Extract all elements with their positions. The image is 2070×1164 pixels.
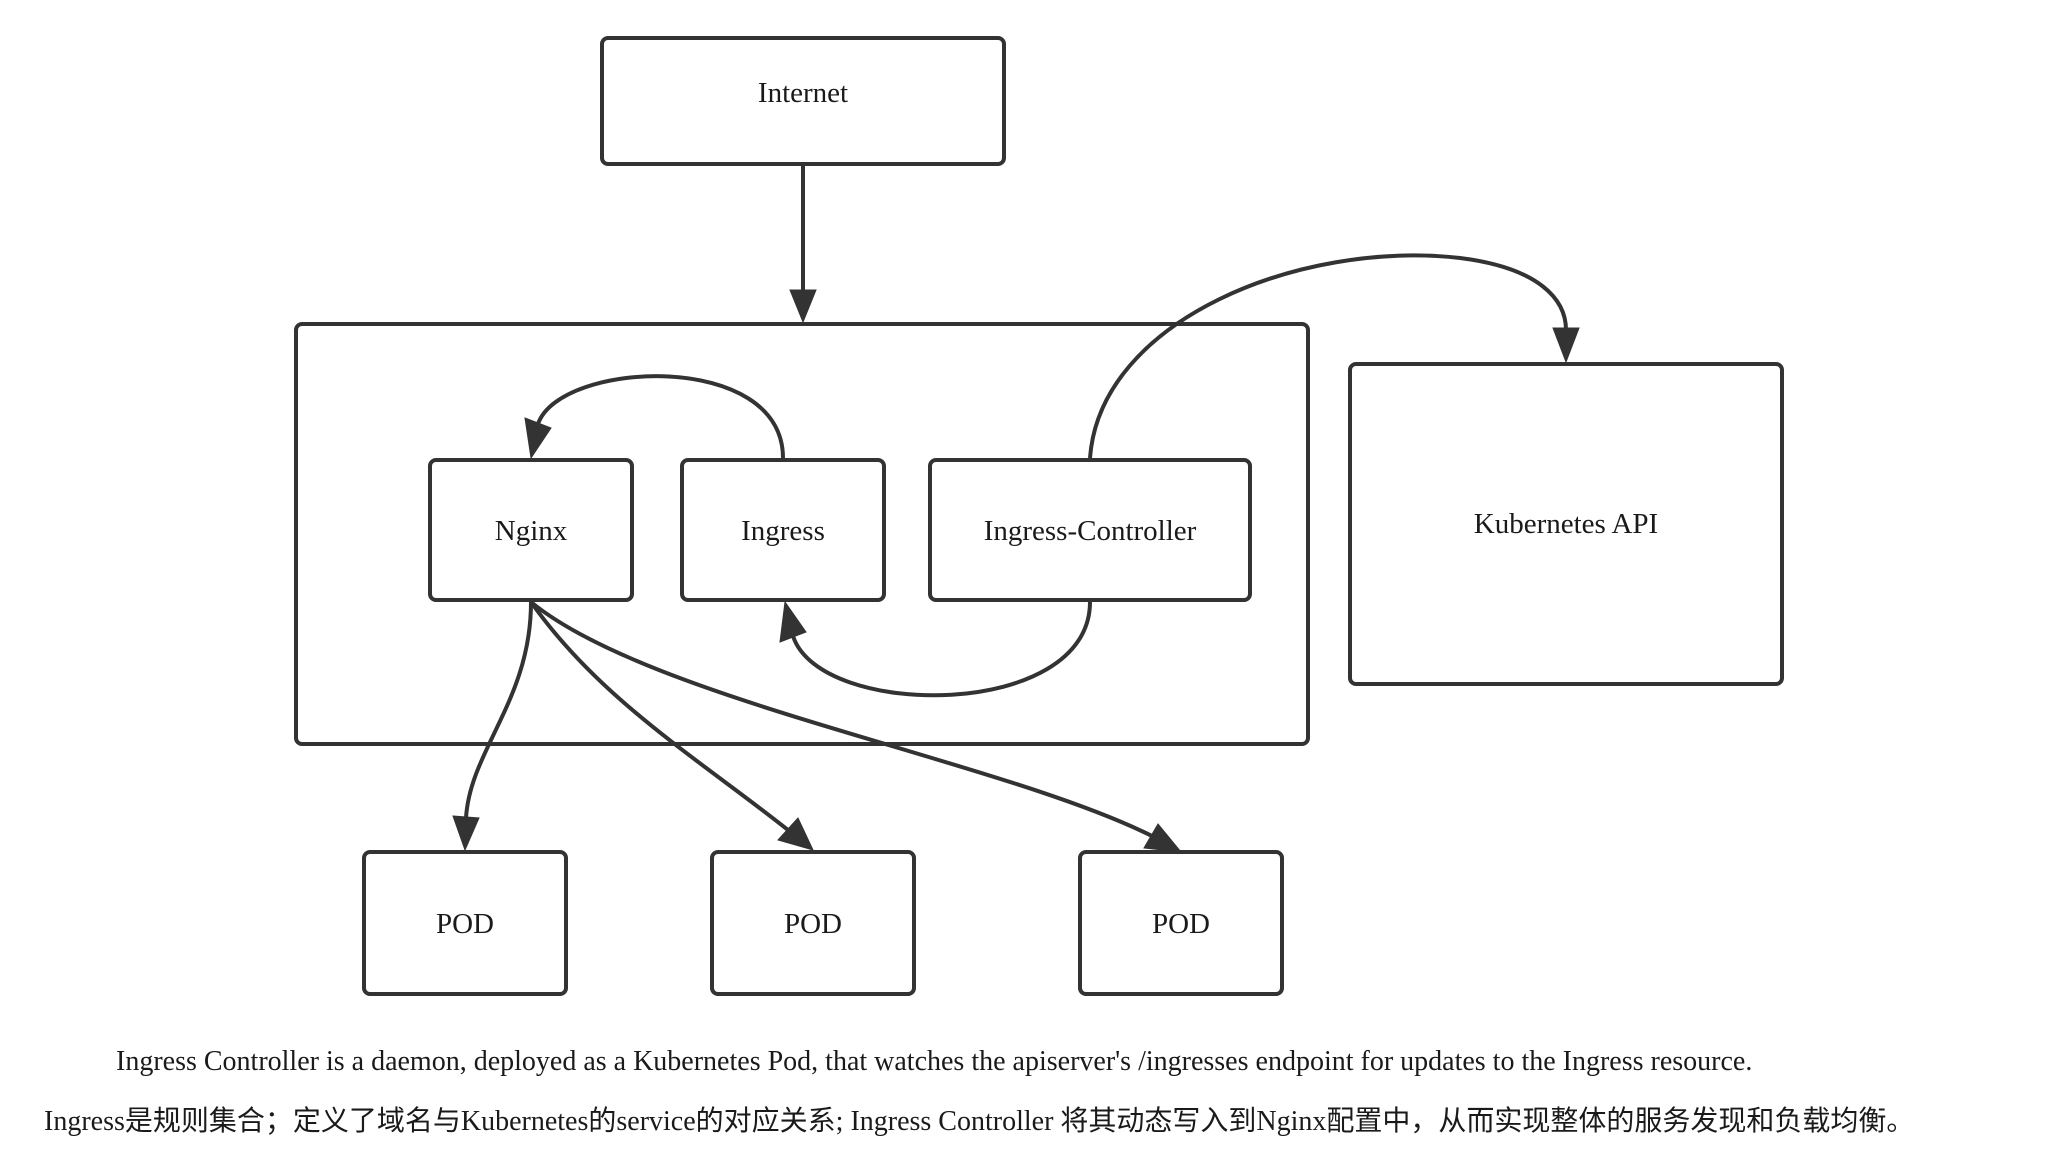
nginx-box — [428, 458, 634, 602]
caption-chinese: Ingress是规则集合；定义了域名与Kubernetes的service的对应… — [44, 1106, 1915, 1137]
pod-label-1: POD — [436, 908, 494, 940]
pod-node-1: POD — [362, 850, 568, 996]
pod-label-2: POD — [784, 908, 842, 940]
pod-box-1 — [362, 850, 568, 996]
edge-nginx-to-pod-2 — [529, 600, 814, 851]
arrowhead-nginx-to-pod-3 — [1143, 823, 1183, 853]
kubernetes-api-box — [1348, 362, 1784, 686]
ingress-controller-label: Ingress-Controller — [984, 515, 1197, 547]
arrowhead-nginx-to-pod-1 — [452, 815, 480, 852]
internet-node: Internet — [600, 36, 1006, 166]
edge-nginx-to-pod-1 — [452, 601, 533, 852]
pod-box-2 — [710, 850, 916, 996]
edge-controller-to-api — [1088, 253, 1580, 459]
ingress-node: Ingress — [680, 458, 886, 602]
kubernetes-api-label: Kubernetes API — [1474, 508, 1658, 540]
ingress-controller-box — [928, 458, 1252, 602]
nginx-label: Nginx — [495, 515, 568, 547]
edge-ingress-to-nginx — [524, 374, 785, 460]
internet-label: Internet — [758, 77, 848, 109]
caption-english: Ingress Controller is a daemon, deployed… — [116, 1046, 1753, 1077]
pod-label-3: POD — [1152, 908, 1210, 940]
arrowhead-ingress-to-nginx — [524, 417, 552, 460]
arrowhead-controller-to-api — [1552, 327, 1580, 364]
ingress-label: Ingress — [741, 515, 825, 547]
ingress-controller-node: Ingress-Controller — [928, 458, 1252, 602]
arrowhead-internet-to-cluster — [789, 289, 817, 324]
nginx-node: Nginx — [428, 458, 634, 602]
edge-controller-to-ingress — [779, 600, 1092, 698]
pod-node-3: POD — [1078, 850, 1284, 996]
edge-internet-to-cluster — [789, 164, 817, 324]
kubernetes-api-node: Kubernetes API — [1348, 362, 1784, 686]
ingress-box — [680, 458, 886, 602]
arrowhead-controller-to-ingress — [779, 600, 807, 643]
pod-node-2: POD — [710, 850, 916, 996]
edge-nginx-to-pod-3 — [529, 600, 1183, 853]
arrowhead-nginx-to-pod-2 — [777, 817, 814, 851]
